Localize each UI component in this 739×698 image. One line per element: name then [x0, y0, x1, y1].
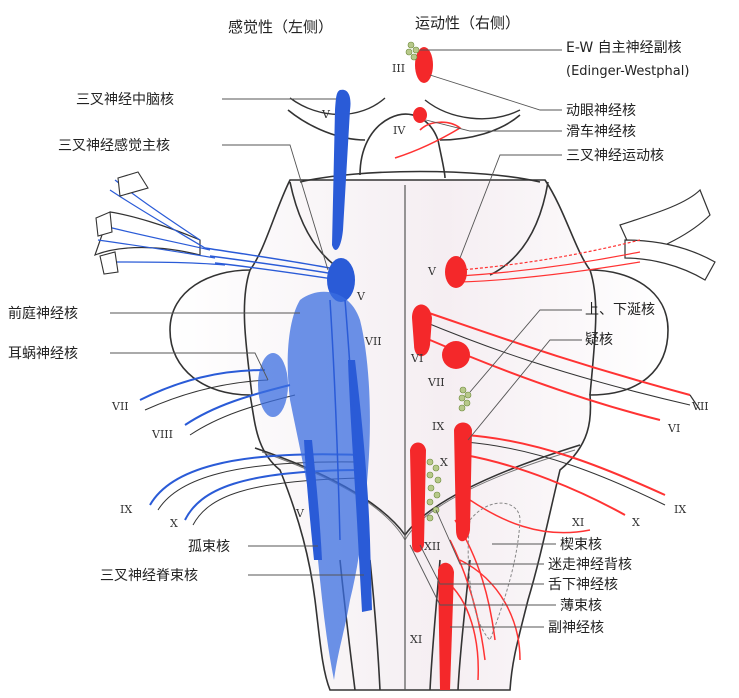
numeral-x-out: X [632, 516, 640, 529]
motor-nuclei [410, 47, 472, 690]
right-labels: E-W 自主神经副核 (Edinger-Westphal) 动眼神经核 滑车神经… [409, 40, 689, 636]
label-dorsal-vagal-nucleus: 迷走神经背核 [548, 557, 632, 573]
numeral-v-right: V [427, 265, 437, 278]
label-principal-sensory-nucleus: 三叉神经感觉主核 [58, 137, 170, 154]
numeral-xi-out: XI [572, 516, 584, 529]
numeral-vii-mid: VII [364, 335, 382, 348]
numeral-v-top: V [321, 108, 331, 121]
autonomic-nuclei [405, 41, 472, 522]
label-accessory-nucleus: 副神经核 [548, 620, 604, 636]
numeral-vii-right: VII [427, 376, 445, 389]
label-cuneate-nucleus: 楔束核 [560, 537, 602, 553]
abducens-nucleus [442, 341, 470, 369]
trochlear-nucleus [413, 107, 427, 123]
salivatory-nucleus [458, 386, 472, 412]
oculomotor-nucleus [415, 47, 433, 83]
label-mesencephalic-nucleus: 三叉神经中脑核 [76, 92, 174, 108]
accessory-nucleus [438, 562, 454, 690]
left-labels: 三叉神经中脑核 三叉神经感觉主核 前庭神经核 耳蜗神经核 孤束核 三叉神经脊束核 [8, 92, 364, 584]
numeral-vii-out: VII [691, 400, 709, 413]
numeral-vi-out: VI [667, 422, 680, 435]
dorsal-vagal-nucleus [426, 458, 442, 522]
label-hypoglossal-nucleus: 舌下神经核 [548, 577, 618, 593]
sensory-header: 感觉性（左侧） [228, 18, 333, 36]
numeral-iv: IV [393, 124, 406, 137]
numeral-xi: XI [410, 633, 422, 646]
label-ambiguus-nucleus: 疑核 [585, 332, 613, 348]
numeral-ix-out: IX [674, 503, 686, 516]
numeral-x-right: X [440, 456, 448, 469]
hypoglossal-nucleus [410, 442, 426, 553]
label-cochlear-nucleus: 耳蜗神经核 [8, 346, 78, 362]
numeral-viii-left: VIII [151, 428, 173, 441]
numeral-xii: XII [424, 540, 441, 553]
solitary-nucleus [304, 440, 322, 560]
numeral-ix-right: IX [432, 420, 444, 433]
ew-nucleus [405, 41, 420, 61]
trigeminal-motor-nucleus [445, 256, 467, 288]
cochlear-nucleus [258, 353, 288, 417]
ambiguus-nucleus [454, 422, 472, 542]
mesencephalic-nucleus [332, 89, 351, 250]
numeral-v-bottom: V [295, 507, 305, 520]
numeral-v-left: V [356, 290, 366, 303]
label-ew-nucleus-latin: (Edinger-Westphal) [566, 64, 689, 79]
motor-header: 运动性（右侧） [415, 14, 520, 32]
label-gracile-nucleus: 薄束核 [560, 598, 602, 614]
label-trochlear-nucleus: 滑车神经核 [566, 123, 636, 140]
facial-motor-nucleus [412, 304, 432, 357]
numeral-x-left: X [170, 517, 178, 530]
cranial-nerve-numerals: III IV V V V V VII VI VII IX X XII XI VI… [111, 62, 709, 646]
label-vestibular-nucleus: 前庭神经核 [8, 305, 78, 322]
numeral-ix-left: IX [120, 503, 132, 516]
sensory-nuclei [258, 89, 386, 680]
label-trigeminal-motor-nucleus: 三叉神经运动核 [566, 148, 664, 164]
numeral-iii: III [392, 62, 405, 75]
label-spinal-trigeminal-nucleus: 三叉神经脊束核 [100, 568, 198, 584]
label-oculomotor-nucleus: 动眼神经核 [566, 103, 636, 119]
numeral-vii-left: VII [111, 400, 129, 413]
label-salivatory-nucleus: 上、下涎核 [585, 302, 655, 318]
label-solitary-nucleus: 孤束核 [188, 539, 230, 555]
left-nerves [93, 171, 366, 526]
principal-sensory-nucleus [327, 258, 355, 302]
label-ew-nucleus: E-W 自主神经副核 [566, 40, 682, 56]
numeral-vi-right: VI [410, 352, 423, 365]
